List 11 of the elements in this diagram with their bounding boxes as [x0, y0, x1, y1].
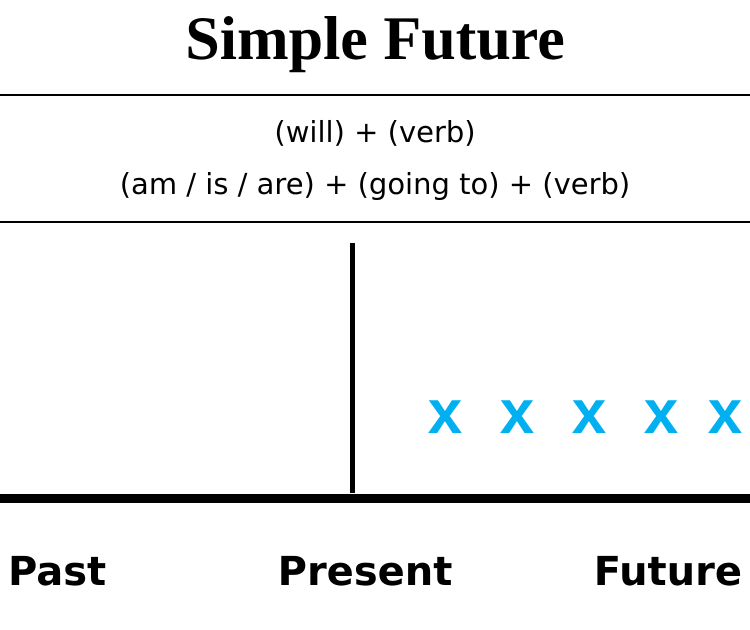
formula-text: (am / is / are) + (going to) + (verb) — [118, 170, 632, 199]
event-mark: x — [426, 382, 464, 444]
timeline-label: Future — [594, 552, 742, 592]
timeline-label: Past — [8, 552, 106, 592]
event-mark: x — [706, 382, 744, 444]
event-mark: x — [642, 382, 680, 444]
title: Simple Future — [184, 8, 566, 70]
event-mark: x — [498, 382, 536, 444]
timeline-label: Present — [278, 552, 452, 592]
event-mark: x — [570, 382, 608, 444]
formula-text: (will) + (verb) — [273, 118, 477, 147]
